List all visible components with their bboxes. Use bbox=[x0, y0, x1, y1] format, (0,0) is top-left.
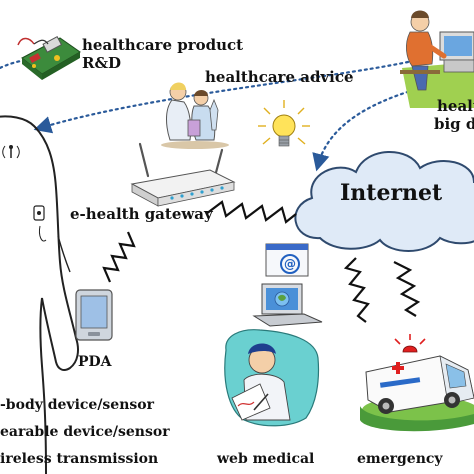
wireless-link-gateway-internet bbox=[205, 200, 297, 224]
dotted-arrow-to-board bbox=[0, 58, 27, 70]
laptop-icon bbox=[252, 283, 323, 327]
circuit-board-icon bbox=[17, 36, 81, 80]
label-rd: R&D bbox=[82, 54, 122, 72]
email-icon: @ bbox=[265, 243, 309, 277]
label-healthcare-advice: healthcare advice bbox=[205, 68, 354, 86]
label-web-medical: web medical bbox=[217, 451, 315, 467]
wifi-router-icon bbox=[130, 142, 236, 207]
wrist-sensor-icon bbox=[33, 205, 45, 221]
dotted-arrow-to-body bbox=[33, 60, 410, 134]
doctors-icon bbox=[161, 82, 229, 149]
label-wearable-device-sensor: earable device/sensor bbox=[0, 424, 170, 440]
label-internet: Internet bbox=[340, 180, 443, 206]
svg-text:@: @ bbox=[284, 257, 296, 271]
label-wireless-transmission: ireless transmission bbox=[0, 451, 159, 467]
wireless-links bbox=[102, 200, 421, 323]
label-emergency: emergency bbox=[357, 451, 443, 467]
label-healthcare-product: healthcare product bbox=[82, 36, 244, 54]
wireless-link-pda-gateway bbox=[102, 231, 136, 283]
label-health-big-data-line1: healt bbox=[437, 97, 474, 115]
doctor-writing-icon bbox=[224, 329, 320, 427]
pda-icon bbox=[75, 289, 113, 341]
label-pda: PDA bbox=[78, 354, 112, 370]
label-body-device-sensor: -body device/sensor bbox=[0, 397, 154, 413]
wireless-link-internet-ambulance bbox=[393, 261, 421, 317]
lightbulb-icon bbox=[258, 100, 310, 147]
label-health-big-data-line2: big d bbox=[434, 115, 474, 133]
cloud-icon bbox=[294, 151, 474, 252]
computer-user-icon bbox=[400, 10, 474, 108]
human-body-icon bbox=[0, 115, 79, 474]
antenna-sensor-icon bbox=[2, 145, 20, 159]
ambulance-icon bbox=[360, 334, 474, 432]
wireless-link-internet-laptop bbox=[343, 257, 370, 323]
label-e-health-gateway: e-health gateway bbox=[70, 205, 213, 223]
dotted-arrow-to-cloud bbox=[312, 86, 422, 172]
